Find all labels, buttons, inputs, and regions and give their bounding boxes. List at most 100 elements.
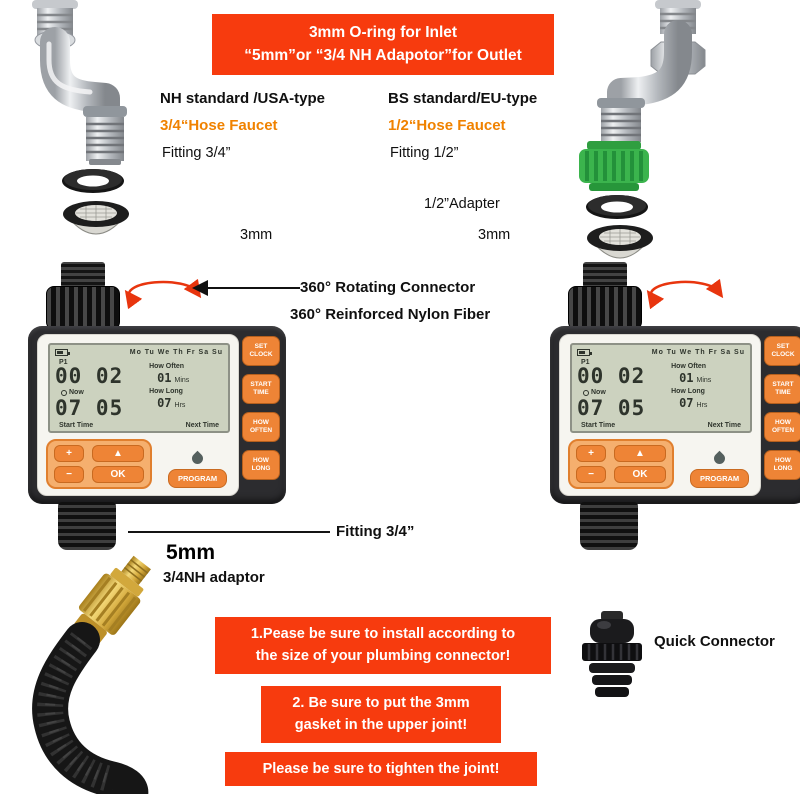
outlet-thread bbox=[58, 502, 116, 550]
spec-right-fitting: Fitting 1/2” bbox=[390, 145, 459, 161]
program-button[interactable]: PROGRAM bbox=[168, 469, 228, 488]
minus-button[interactable]: − bbox=[54, 466, 84, 483]
program-button[interactable]: PROGRAM bbox=[690, 469, 750, 488]
warning-install-line1: 1.Pease be sure to install according to bbox=[250, 626, 516, 642]
fitting-outlet-label: Fitting 3/4” bbox=[336, 523, 415, 540]
timer-device-left: Mo Tu We Th Fr Sa Su P1 00 02 Now 07 05 … bbox=[28, 262, 286, 554]
button-label-line: HOW bbox=[775, 456, 791, 464]
lcd-screen: Mo Tu We Th Fr Sa Su P1 00 02 Now 07 05 … bbox=[570, 343, 752, 433]
button-label-line: START bbox=[250, 380, 272, 388]
control-area: + ▲ − OK PROGRAM bbox=[46, 439, 234, 491]
inlet-thread bbox=[583, 262, 627, 288]
program-area: PROGRAM bbox=[168, 439, 228, 491]
battery-icon bbox=[55, 349, 70, 356]
lcd-next-time-label: Next Time bbox=[707, 422, 741, 429]
button-label-line: HOW bbox=[253, 456, 269, 464]
up-button[interactable]: ▲ bbox=[614, 445, 666, 462]
button-label-line: OFTEN bbox=[771, 427, 795, 434]
lcd-long-value: 07 bbox=[157, 396, 172, 410]
minus-button[interactable]: − bbox=[576, 466, 606, 483]
lcd-start-time-label: Start Time bbox=[581, 422, 616, 429]
adaptor-name-label: 3/4NH adaptor bbox=[163, 569, 265, 586]
water-drop-icon bbox=[189, 450, 206, 467]
up-button[interactable]: ▲ bbox=[92, 445, 144, 462]
timer-faceplate: Mo Tu We Th Fr Sa Su P1 00 02 Now 07 05 … bbox=[37, 334, 239, 496]
filter-gasket-left-illustration bbox=[63, 201, 129, 235]
lcd-next-time-label: Next Time bbox=[185, 422, 219, 429]
water-drop-icon bbox=[711, 450, 728, 467]
nylon-fiber-label: 360° Reinforced Nylon Fiber bbox=[290, 306, 491, 323]
timer-body: Mo Tu We Th Fr Sa Su P1 00 02 Now 07 05 … bbox=[550, 326, 800, 504]
adjust-pad: + ▲ − OK bbox=[568, 439, 674, 489]
ok-button[interactable]: OK bbox=[614, 466, 666, 483]
warning-gasket-line1: 2. Be sure to put the 3mm bbox=[292, 695, 470, 711]
swivel-collar bbox=[46, 286, 120, 330]
faucet-eu-illustration bbox=[597, 0, 706, 142]
hose-adaptor-illustration bbox=[32, 555, 151, 794]
lcd-now-label: Now bbox=[591, 389, 606, 396]
quick-connector-label: Quick Connector bbox=[654, 633, 775, 650]
button-label-line: TIME bbox=[775, 389, 791, 396]
timer-body: Mo Tu We Th Fr Sa Su P1 00 02 Now 07 05 … bbox=[28, 326, 286, 504]
lcd-time-top: 00 02 bbox=[55, 364, 124, 388]
adaptor-size-label: 5mm bbox=[166, 541, 216, 564]
filter-gasket-right-illustration bbox=[587, 225, 653, 259]
button-label-line: HOW bbox=[775, 418, 791, 426]
warning-gasket-line2: gasket in the upper joint! bbox=[294, 717, 468, 734]
banner-line1: 3mm O-ring for Inlet bbox=[308, 24, 458, 41]
button-label-line: HOW bbox=[253, 418, 269, 426]
lcd-how-long-label: How Long bbox=[671, 388, 705, 395]
lcd-often-value: 01 bbox=[157, 371, 172, 385]
clock-icon bbox=[583, 389, 589, 396]
faucet-usa-illustration bbox=[32, 0, 127, 165]
lcd-often-value: 01 bbox=[679, 371, 694, 385]
button-label-line: LONG bbox=[773, 465, 793, 472]
quick-connector-illustration bbox=[582, 611, 642, 697]
spec-left-title: NH standard /USA-type bbox=[160, 90, 326, 107]
rotating-connector-label: 360° Rotating Connector bbox=[300, 279, 476, 296]
half-adapter-label: 1/2”Adapter bbox=[424, 196, 500, 212]
lcd-time-bottom: 07 05 bbox=[55, 396, 124, 420]
button-label-line: SET bbox=[254, 342, 268, 350]
lcd-long-unit: Hrs bbox=[696, 402, 708, 409]
lcd-days: Mo Tu We Th Fr Sa Su bbox=[651, 349, 745, 356]
lcd-now-label: Now bbox=[69, 389, 84, 396]
gasket-right-label: 3mm bbox=[478, 227, 511, 243]
spec-left-fitting: Fitting 3/4” bbox=[162, 145, 231, 161]
plus-button[interactable]: + bbox=[54, 445, 84, 462]
timer-faceplate: Mo Tu We Th Fr Sa Su P1 00 02 Now 07 05 … bbox=[559, 334, 761, 496]
lcd-screen: Mo Tu We Th Fr Sa Su P1 00 02 Now 07 05 … bbox=[48, 343, 230, 433]
lcd-time-top: 00 02 bbox=[577, 364, 646, 388]
rotating-connector[interactable] bbox=[568, 262, 642, 330]
outlet-thread bbox=[580, 502, 638, 550]
lcd-days: Mo Tu We Th Fr Sa Su bbox=[129, 349, 223, 356]
banner: 3mm O-ring for Inlet “5mm”or “3/4 NH Ada… bbox=[212, 14, 554, 75]
program-area: PROGRAM bbox=[690, 439, 750, 491]
lcd-often-unit: Mins bbox=[696, 377, 712, 384]
lcd-long-value: 07 bbox=[679, 396, 694, 410]
timer-device-right: Mo Tu We Th Fr Sa Su P1 00 02 Now 07 05 … bbox=[550, 262, 800, 554]
ok-button[interactable]: OK bbox=[92, 466, 144, 483]
lcd-how-long-label: How Long bbox=[149, 388, 183, 395]
button-label-line: LONG bbox=[251, 465, 271, 472]
oring-right-illustration bbox=[586, 195, 648, 219]
spec-right-hose: 1/2“Hose Faucet bbox=[388, 117, 506, 134]
gasket-left-label: 3mm bbox=[240, 227, 273, 243]
warning-install: 1.Pease be sure to install according to … bbox=[215, 617, 551, 674]
plus-button[interactable]: + bbox=[576, 445, 606, 462]
inlet-thread bbox=[61, 262, 105, 288]
lcd-how-often-label: How Often bbox=[149, 363, 185, 370]
warning-tighten: Please be sure to tighten the joint! bbox=[225, 752, 537, 787]
rotating-connector[interactable] bbox=[46, 262, 120, 330]
button-label-line: OFTEN bbox=[249, 427, 273, 434]
lcd-how-often-label: How Often bbox=[671, 363, 707, 370]
